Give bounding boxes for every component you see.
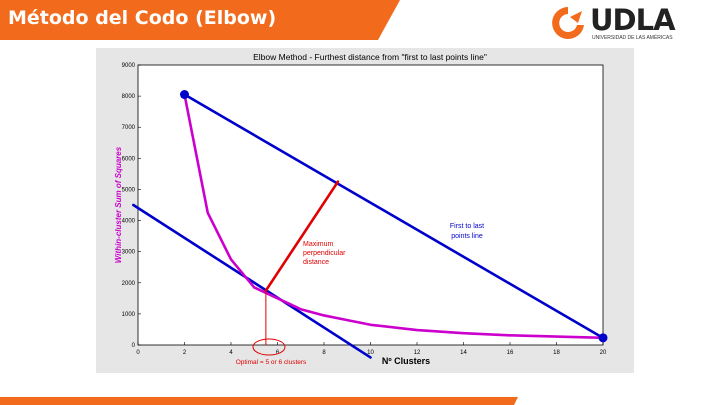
x-tick-label: 14 (460, 350, 467, 356)
y-tick-label: 7000 (122, 125, 136, 131)
y-tick-label: 1000 (122, 312, 136, 318)
tangent-line (132, 203, 372, 359)
wcss-curve (183, 94, 604, 340)
annotation-optimal: Optimal = 5 or 6 clusters (236, 359, 307, 366)
y-tick-label: 6000 (122, 156, 136, 162)
logo-text: UDLA (590, 3, 676, 37)
y-tick-label: 8000 (122, 94, 136, 100)
endpoint-marker (180, 90, 189, 100)
optimal-highlight-ellipse (252, 338, 286, 356)
x-tick-label: 2 (183, 350, 187, 356)
x-tick-label: 4 (229, 350, 233, 356)
x-axis-label: Nº Clusters (382, 356, 430, 366)
x-tick-label: 16 (507, 350, 514, 356)
chart-title: Elbow Method - Furthest distance from "f… (253, 52, 487, 62)
footer-bar (0, 397, 518, 405)
udla-logo: UDLA UNIVERSIDAD DE LAS AMÉRICAS (548, 3, 708, 45)
udla-swoosh-icon (552, 7, 584, 39)
x-tick-label: 10 (367, 350, 374, 356)
elbow-chart: 0 2 4 6 8 10 12 14 16 18 20 0 1000 2000 3000 4000 5000 60… (114, 52, 608, 366)
endpoint-marker (598, 333, 608, 343)
y-axis-label: Within-cluster Sum of Squares (114, 146, 123, 263)
slide-title: Método del Codo (Elbow) (8, 7, 277, 29)
y-tick-label: 3000 (122, 250, 136, 256)
x-tick-label: 8 (322, 350, 326, 356)
x-tick-label: 20 (600, 350, 607, 356)
slide-header: Método del Codo (Elbow) UDLA UNIVERSIDAD… (0, 0, 720, 48)
y-tick-label: 4000 (122, 219, 136, 225)
x-tick-label: 0 (136, 350, 140, 356)
chart-figure: 0 2 4 6 8 10 12 14 16 18 20 0 1000 2000 3000 4000 5000 60… (96, 48, 634, 373)
x-tick-label: 18 (553, 350, 560, 356)
x-tick-label: 12 (414, 350, 421, 356)
title-band (0, 0, 400, 40)
perpendicular-distance-line (264, 180, 340, 292)
y-tick-label: 2000 (122, 281, 136, 287)
y-tick-label: 5000 (122, 187, 136, 193)
logo-subtext: UNIVERSIDAD DE LAS AMÉRICAS (592, 35, 673, 41)
first-to-last-line (183, 93, 605, 340)
y-tick-label: 0 (132, 343, 136, 349)
x-tick-label: 6 (276, 350, 280, 356)
y-tick-label: 9000 (122, 63, 136, 69)
